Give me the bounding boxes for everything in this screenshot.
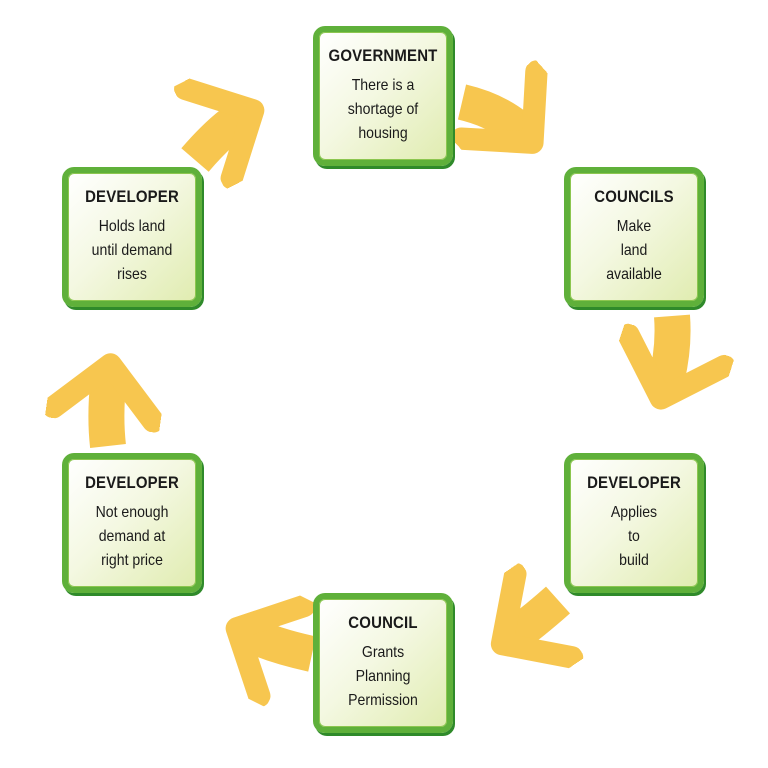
node-title: COUNCIL	[348, 613, 418, 632]
arrow-councils-to-developer	[662, 314, 673, 395]
arrow-developer-to-developer	[106, 368, 110, 448]
node-description: Not enough demand at right price	[76, 501, 189, 573]
node-text-line: available	[606, 266, 662, 283]
node-council: COUNCIL Grants Planning Permission	[313, 593, 453, 733]
node-councils: COUNCILS Make land available	[564, 167, 704, 307]
node-text-line: to	[628, 528, 640, 545]
node-description: Applies to build	[578, 501, 691, 573]
node-text-line: Applies	[610, 504, 658, 521]
node-title: DEVELOPER	[587, 473, 681, 492]
node-title: DEVELOPER	[85, 473, 179, 492]
node-text-line: demand at	[98, 528, 166, 545]
node-developer-applies: DEVELOPER Applies to build	[564, 453, 704, 593]
arrow-developer-to-government	[195, 112, 250, 160]
node-description: Holds land until demand rises	[76, 215, 189, 287]
node-text-line: Make	[616, 218, 652, 235]
node-text-line: shortage of	[347, 101, 419, 118]
node-text-line: There is a	[351, 77, 415, 94]
node-developer-not-enough-demand: DEVELOPER Not enough demand at right pri…	[62, 453, 202, 593]
node-developer-holds-land: DEVELOPER Holds land until demand rises	[62, 167, 202, 307]
node-text-line: until demand	[91, 242, 173, 259]
arrow-government-to-councils	[462, 102, 530, 140]
arrow-developer-to-council	[505, 600, 558, 642]
node-text-line: build	[619, 552, 649, 569]
node-government: GOVERNMENT There is a shortage of housin…	[313, 26, 453, 166]
node-text-line: housing	[358, 125, 408, 142]
node-description: There is a shortage of housing	[327, 74, 440, 146]
node-text-line: rises	[117, 266, 147, 283]
node-text-line: Grants	[361, 644, 405, 661]
node-text-line: Holds land	[98, 218, 166, 235]
node-text-line: land	[620, 242, 648, 259]
node-title: GOVERNMENT	[328, 46, 438, 65]
node-text-line: right price	[101, 552, 163, 569]
node-description: Grants Planning Permission	[327, 641, 440, 713]
node-description: Make land available	[578, 215, 691, 287]
node-title: COUNCILS	[594, 187, 674, 206]
arrow-council-to-developer	[240, 630, 316, 654]
node-text-line: Planning	[355, 668, 411, 685]
node-text-line: Not enough	[95, 504, 169, 521]
node-title: DEVELOPER	[85, 187, 179, 206]
node-text-line: Permission	[348, 692, 418, 709]
